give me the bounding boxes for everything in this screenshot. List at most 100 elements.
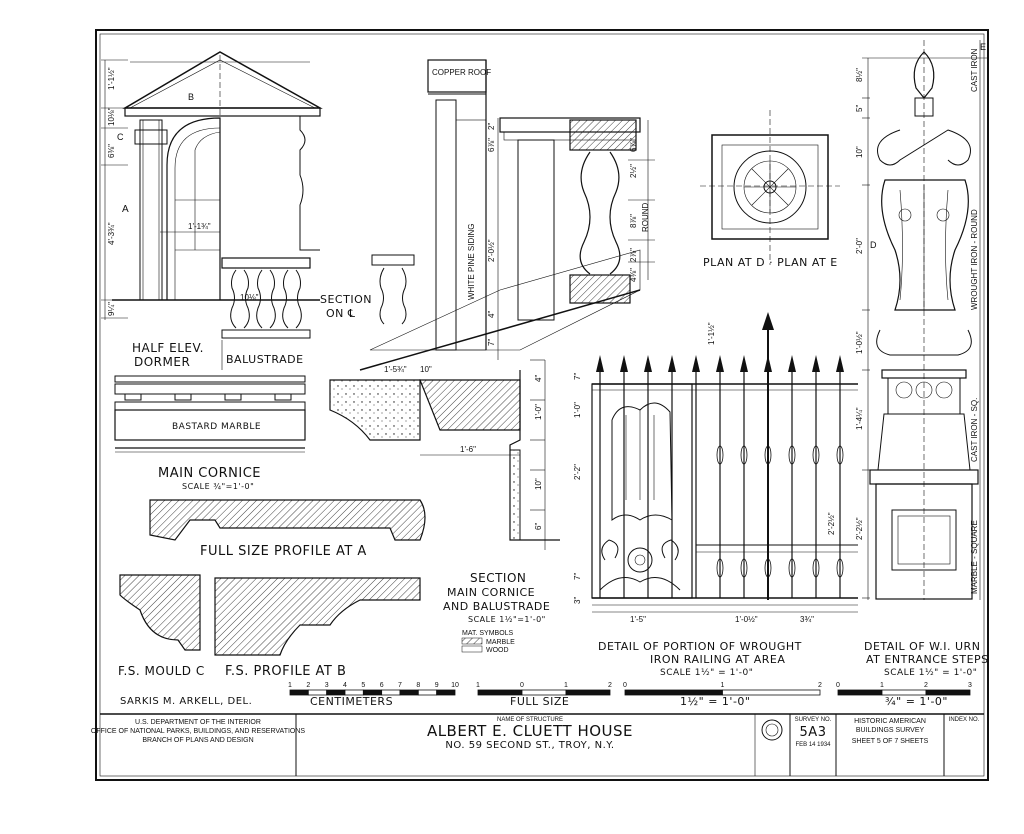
picket-finial <box>668 355 676 372</box>
section-dim-6: 1'-5¾" <box>384 365 407 374</box>
section-dim-2: 6⅞" <box>487 138 496 152</box>
structure-name: ALBERT E. CLUETT HOUSE <box>427 722 633 740</box>
baluster-round-label: ROUND <box>641 202 650 232</box>
marble-swatch <box>461 637 483 645</box>
picket-ornament <box>740 445 748 465</box>
railing-dim-6: 1'-5" <box>630 615 646 624</box>
scale-full-tick-label: 2 <box>608 682 612 689</box>
urn-side-label-3: CAST IRON - SQ. <box>970 398 979 462</box>
sheet-number: SHEET 5 OF 7 SHEETS <box>852 738 929 745</box>
picket-ornament <box>788 445 796 465</box>
sheet-inner-border <box>99 33 985 777</box>
main-cornice-scale: SCALE ¾"=1'-0" <box>182 482 254 491</box>
scale-75-tick-label: 1 <box>880 682 884 689</box>
dormer-dim-1: 1'-1½" <box>107 67 116 90</box>
scale-75-label: ¾" = 1'-0" <box>885 695 948 708</box>
picket-ornament <box>740 558 748 578</box>
railing-dim-2: 1'-1½" <box>707 322 716 345</box>
urn-title-line1: DETAIL OF W.I. URN <box>864 640 980 653</box>
agency-seal <box>761 719 783 741</box>
picket-finial <box>692 355 700 372</box>
survey-no: 5A3 <box>800 725 827 740</box>
urn-scale: SCALE 1½" = 1'-0" <box>884 668 977 678</box>
dormer-dim-4: 4'-3¾" <box>107 222 116 245</box>
railing-pickets <box>596 312 844 600</box>
picket-finial <box>788 355 796 372</box>
urn-elevation <box>862 40 988 600</box>
mould-c-shape <box>119 574 201 651</box>
scale-75-tick-label: 0 <box>836 682 840 689</box>
urn-dim-2: 5" <box>855 105 864 112</box>
railing-dim-8: 3¾" <box>800 615 814 624</box>
scale-75-segment <box>925 689 971 696</box>
urn-dim-3: 10" <box>855 146 864 158</box>
scale-15-segment <box>722 689 821 696</box>
balustrade-title: BALUSTRADE <box>226 353 304 366</box>
scale-cm-tick-label: 3 <box>325 682 329 689</box>
railing-dim-7: 1'-0½" <box>735 615 758 624</box>
scale-cm-segment <box>417 689 438 696</box>
survey-no-label: SURVEY NO. <box>795 717 832 723</box>
picket-finial <box>716 355 724 372</box>
scale-cm-segment <box>399 689 419 696</box>
dormer-dim-7: 10⅛" <box>240 293 259 302</box>
picket-finial <box>620 355 628 372</box>
section-main-scale: SCALE 1½"=1'-0" <box>468 615 546 624</box>
railing-dim-1: 7" <box>573 373 582 380</box>
urn-side-label-4: MARBLE - SQUARE <box>970 520 979 594</box>
post-finial <box>762 312 774 330</box>
baluster-dim-1: 6⅞" <box>629 138 638 152</box>
section-cl-line1: SECTION <box>320 293 372 306</box>
profile-a-shape <box>149 499 426 541</box>
picket-ornament <box>716 558 724 578</box>
urn-dim-5: 1'-0½" <box>855 331 864 354</box>
railing-dim-10: 3" <box>573 597 582 604</box>
section-dim-12: 4" <box>534 375 543 382</box>
section-dim-9: 1'-6" <box>460 445 476 454</box>
section-main-line3: AND BALUSTRADE <box>443 600 550 613</box>
title-block <box>100 713 984 776</box>
railing-title-line2: IRON RAILING AT AREA <box>650 653 785 666</box>
delineator: SARKIS M. ARKELL, DEL. <box>120 696 252 707</box>
plan-rosette <box>700 110 840 265</box>
cornice-band-label: BASTARD MARBLE <box>172 422 261 432</box>
profile-b-title: F.S. PROFILE AT B <box>225 664 346 679</box>
mat-wood-label: WOOD <box>486 647 509 654</box>
main-cornice-elevation <box>114 375 306 453</box>
scale-full-tick-label: 1 <box>564 682 568 689</box>
picket-finial <box>812 355 820 372</box>
railing-dim-9: 7" <box>573 573 582 580</box>
picket-finial <box>836 355 844 372</box>
section-dim-1: 2" <box>487 123 496 130</box>
urn-dim-4: 2'-0" <box>855 238 864 254</box>
copper-roof-label: COPPER ROOF <box>432 68 491 77</box>
picket-finial <box>596 355 604 372</box>
callout-a: A <box>122 204 129 215</box>
baluster-dim-4: 2⅞" <box>629 248 638 262</box>
railing-dim-5: 2'-2½" <box>827 512 836 535</box>
section-dim-5: 7" <box>487 339 496 346</box>
scale-full-tick-label: 1 <box>476 682 480 689</box>
plan-title: PLAN AT D · PLAN AT E <box>703 256 838 269</box>
railing-dim-3: 1'-0" <box>573 402 582 418</box>
scale-cm-segment <box>289 689 309 696</box>
wall-section <box>329 59 655 550</box>
urn-dim-1: 8½" <box>855 68 864 82</box>
scale-75-tick-label: 3 <box>968 682 972 689</box>
agency-line2: OFFICE OF NATIONAL PARKS, BUILDINGS, AND… <box>91 728 306 735</box>
urn-dim-7: 2'-2½" <box>855 517 864 540</box>
urn-side-label-1: CAST IRON <box>970 48 979 92</box>
section-dim-11: 6" <box>534 523 543 530</box>
dormer-title-line2: DORMER <box>134 355 190 369</box>
urn-callout-e: E <box>980 42 986 52</box>
baluster-dim-5: 4⅜" <box>629 268 638 282</box>
scale-15-tick-label: 0 <box>623 682 627 689</box>
main-cornice-title: MAIN CORNICE <box>158 466 261 481</box>
section-dim-8: 1'-0" <box>534 404 543 420</box>
baluster-dim-3: 8⅞" <box>629 214 638 228</box>
callout-b: B <box>188 92 194 102</box>
survey-date: FEB 14 1934 <box>795 742 831 748</box>
